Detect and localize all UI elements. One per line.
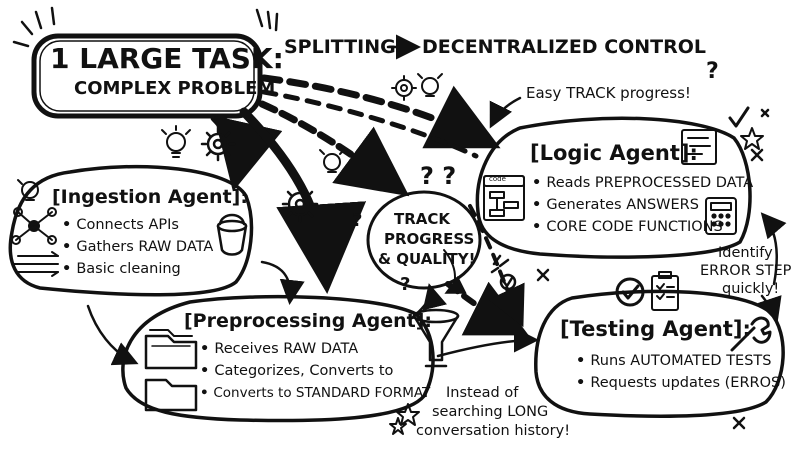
code-document-icon bbox=[681, 129, 717, 165]
question-mark-icon-lower: ? bbox=[400, 274, 411, 295]
burst-lines-left bbox=[12, 6, 56, 48]
logic-agent-title: [Logic Agent]: bbox=[530, 141, 698, 165]
speed-lines-icon bbox=[13, 251, 59, 277]
logic-item-3: CORE CODE FUNCTIONS bbox=[532, 219, 722, 235]
testing-agent-title: [Testing Agent]: bbox=[560, 317, 751, 341]
arrow-task-to-ingestion bbox=[210, 114, 283, 192]
instead-of-line2: searching LONG bbox=[432, 404, 549, 420]
preprocessing-item-2: Categorizes, Converts to bbox=[200, 363, 393, 379]
api-network-icon bbox=[11, 207, 57, 245]
gear-icon-top-left bbox=[200, 126, 236, 162]
lightbulb-icon-hub bbox=[319, 149, 345, 173]
instead-of-line3: conversation history! bbox=[416, 423, 571, 439]
logic-item-1: Reads PREPROCESSED DATA bbox=[532, 175, 753, 191]
ingestion-item-2: Gathers RAW DATA bbox=[62, 239, 213, 255]
testing-item-2: Requests updates (ERROS) bbox=[576, 375, 786, 391]
code-window-label: code bbox=[489, 175, 506, 183]
hub-line1: TRACK bbox=[394, 210, 451, 228]
preprocessing-agent-title: [Preprocessing Agent]: bbox=[184, 310, 432, 332]
gear-icon-top bbox=[391, 75, 417, 101]
hub-line3: & QUALITY! bbox=[378, 250, 476, 268]
wrench-icon bbox=[730, 316, 772, 352]
lightbulb-icon-ingestion bbox=[17, 179, 43, 201]
ingestion-agent-title: [Ingestion Agent]: bbox=[52, 186, 248, 208]
identify-error-line2: ERROR STEP bbox=[700, 263, 792, 279]
logic-item-2: Generates ANSWERS bbox=[532, 197, 699, 213]
cross-icon-logic bbox=[750, 108, 770, 162]
easy-track-annotation: Easy TRACK progress! bbox=[526, 84, 691, 102]
preprocessing-agent-blob bbox=[121, 294, 435, 423]
testing-agent-blob bbox=[534, 289, 785, 418]
code-window-icon bbox=[483, 175, 525, 221]
main-task-line1: 1 LARGE TASK: bbox=[50, 42, 284, 75]
check-circle-icon bbox=[615, 277, 645, 307]
question-mark-icon-small: ? bbox=[352, 210, 363, 231]
arrow-ingestion-to-folders bbox=[86, 304, 139, 366]
arrow-ingestion-to-preprocessing bbox=[260, 260, 305, 305]
preprocessing-item-3: Converts to STANDARD FORMAT bbox=[200, 386, 430, 400]
arrow-identify-error bbox=[757, 294, 782, 323]
dash-marks bbox=[490, 254, 510, 274]
flow-caption-right: DECENTRALIZED CONTROL bbox=[422, 36, 707, 58]
arrow-easy-track bbox=[489, 96, 522, 129]
burst-lines-right bbox=[255, 8, 279, 32]
arrow-task-to-logic bbox=[260, 74, 501, 149]
lightbulb-icon-left bbox=[161, 125, 191, 158]
arrow-task-to-logic-2 bbox=[261, 89, 479, 159]
cross-icon-testing bbox=[536, 268, 746, 430]
preprocessing-item-1: Receives RAW DATA bbox=[200, 341, 358, 357]
folder-stack-icon bbox=[144, 329, 198, 370]
check-icon-testing bbox=[499, 273, 517, 291]
arrow-testing-to-logic bbox=[760, 212, 787, 286]
hub-question-marks: ? ? bbox=[420, 162, 457, 190]
arrow-logic-to-testing bbox=[468, 204, 525, 328]
testing-item-1: Runs AUTOMATED TESTS bbox=[576, 353, 771, 369]
checkmark-icon-logic bbox=[728, 106, 750, 128]
flow-caption-left: SPLITTING bbox=[284, 36, 396, 58]
star-icon-logic bbox=[740, 127, 764, 150]
gear-icon-middle bbox=[281, 185, 319, 223]
bucket-icon bbox=[216, 213, 248, 256]
hub-line2: PROGRESS bbox=[384, 230, 475, 248]
funnel-icon bbox=[412, 308, 460, 368]
ingestion-item-1: Connects APIs bbox=[62, 217, 179, 233]
main-task-box bbox=[31, 33, 263, 119]
identify-error-line3: quickly! bbox=[722, 281, 780, 297]
clipboard-icon bbox=[651, 271, 679, 311]
arrow-task-to-preprocessing bbox=[239, 107, 367, 294]
arrow-task-to-hub bbox=[258, 100, 410, 197]
folder-icon bbox=[144, 378, 198, 412]
identify-error-line1: Identify bbox=[718, 245, 773, 261]
main-task-line2: COMPLEX PROBLEM bbox=[74, 78, 276, 99]
star-icons-bottom bbox=[389, 403, 420, 435]
lightbulb-icon-top bbox=[417, 73, 443, 97]
arrow-preprocessing-to-testing bbox=[436, 327, 539, 358]
ingestion-item-3: Basic cleaning bbox=[62, 261, 180, 277]
arrow-hub-back bbox=[443, 249, 467, 294]
question-mark-icon: ? bbox=[706, 59, 719, 84]
instead-of-line1: Instead of bbox=[446, 385, 519, 401]
logic-agent-blob bbox=[475, 116, 752, 259]
